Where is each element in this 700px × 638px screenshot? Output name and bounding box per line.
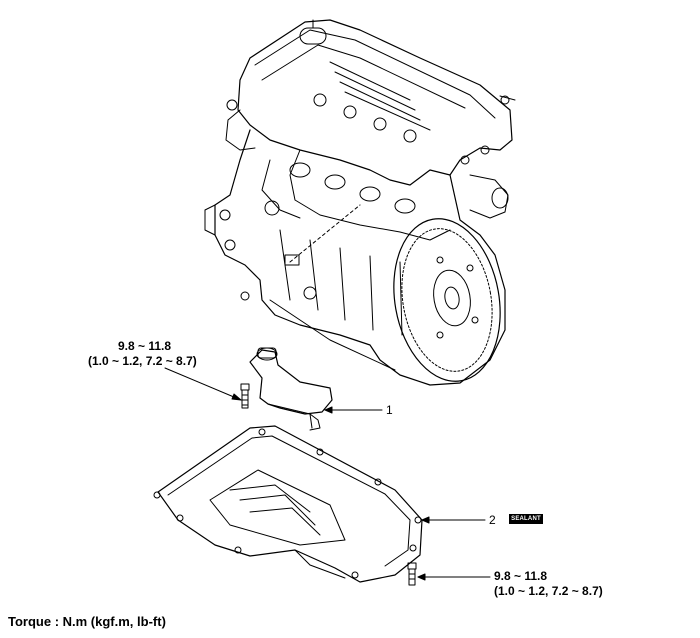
torque-units-caption: Torque : N.m (kgf.m, lb-ft) xyxy=(8,614,166,629)
torque-spec-top-line1: 9.8 ~ 11.8 xyxy=(118,339,172,353)
torque-spec-bottom-line1: 9.8 ~ 11.8 xyxy=(494,569,548,583)
torque-spec-bottom-line2: (1.0 ~ 1.2, 7.2 ~ 8.7) xyxy=(494,584,603,598)
sealant-badge: SEALANT xyxy=(509,514,543,524)
oil-strainer-illustration xyxy=(249,347,333,431)
leader-lines xyxy=(164,367,491,581)
callout-part-1: 1 xyxy=(386,403,393,417)
strainer-bolt xyxy=(240,383,250,409)
torque-spec-top-line2: (1.0 ~ 1.2, 7.2 ~ 8.7) xyxy=(88,354,197,368)
flywheel xyxy=(393,218,501,382)
engine-block-illustration xyxy=(204,19,516,386)
oil-pan-illustration xyxy=(153,425,423,583)
oil-pan-bolt xyxy=(407,562,417,586)
callout-part-2: 2 xyxy=(489,513,496,527)
